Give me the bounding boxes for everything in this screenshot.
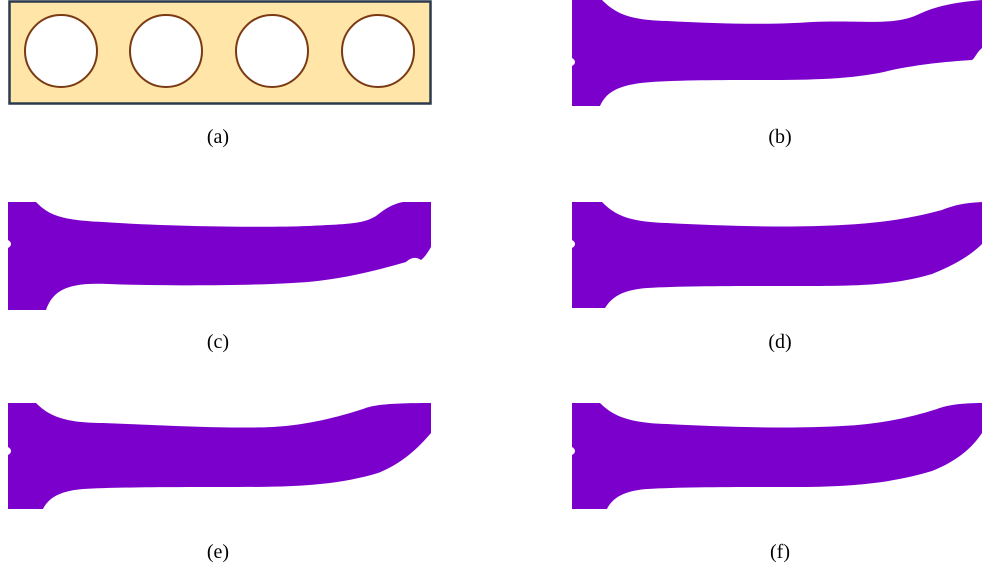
hole-4 <box>341 14 415 88</box>
caption-c: (c) <box>206 331 230 353</box>
panel-a <box>8 0 433 106</box>
topology-f <box>572 403 982 509</box>
panel-b <box>572 0 989 108</box>
caption-d: (d) <box>768 331 792 353</box>
hole-2 <box>129 14 203 88</box>
topology-e <box>8 403 431 509</box>
caption-f: (f) <box>770 541 790 563</box>
panel-f <box>572 403 989 511</box>
topology-c <box>8 202 431 310</box>
panel-e <box>8 403 433 511</box>
topology-shape-d <box>572 202 982 308</box>
panel-c <box>8 202 433 310</box>
caption-a: (a) <box>206 126 230 148</box>
topology-shape-e <box>8 403 431 509</box>
topology-b <box>572 0 982 106</box>
topology-shape-f <box>572 403 982 509</box>
initial-design-diagram <box>8 0 432 105</box>
caption-e: (e) <box>206 541 230 563</box>
caption-b: (b) <box>768 126 792 148</box>
topology-shape-b <box>572 0 982 106</box>
hole-3 <box>235 14 309 88</box>
hole-1 <box>24 14 98 88</box>
topology-shape-c <box>8 202 431 310</box>
topology-d <box>572 202 982 308</box>
panel-d <box>572 202 989 310</box>
